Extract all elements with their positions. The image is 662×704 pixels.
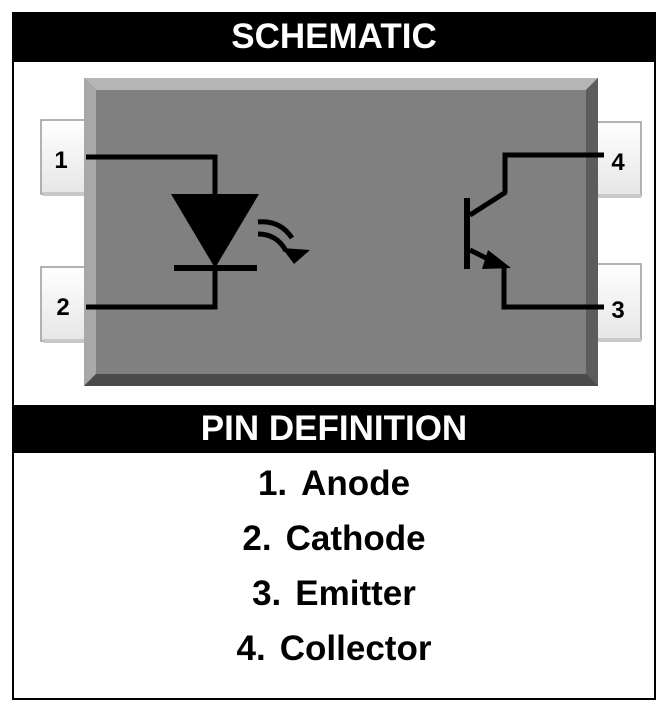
- pin-definition-item: 3. Emitter: [14, 574, 654, 614]
- pin-number: 4.: [236, 629, 266, 668]
- pin-definition-list: 1. Anode 2. Cathode 3. Emitter 4. Collector: [14, 456, 654, 696]
- pin-name: Cathode: [285, 519, 426, 558]
- phototransistor-symbol: [464, 152, 604, 310]
- pin-definition-item: 4. Collector: [14, 629, 654, 669]
- package-body: [84, 78, 598, 386]
- transistor-collector-leg: [468, 189, 508, 218]
- pin-label-2: 2: [56, 294, 69, 321]
- led-triangle: [171, 194, 259, 268]
- optocoupler-schematic-svg: 1 2 4 3: [40, 78, 642, 386]
- schematic-header: SCHEMATIC: [12, 12, 656, 62]
- pin-number: 3.: [252, 574, 282, 613]
- pin-definition-header: PIN DEFINITION: [12, 405, 656, 453]
- light-emission-arrows: [257, 219, 310, 264]
- emitter-arrow: [482, 250, 511, 269]
- pin-definition-item: 1. Anode: [14, 464, 654, 504]
- pin-label-4: 4: [611, 149, 625, 176]
- pin-name: Anode: [301, 464, 411, 503]
- schematic-diagram: 1 2 4 3: [14, 62, 654, 405]
- pin-name: Emitter: [295, 574, 416, 613]
- pin-label-1: 1: [54, 147, 67, 174]
- led-symbol: [86, 154, 259, 310]
- pin-definition-item: 2. Cathode: [14, 519, 654, 559]
- pin-label-3: 3: [611, 297, 624, 324]
- pin-number: 1.: [257, 464, 288, 503]
- pin-number: 2.: [242, 519, 272, 558]
- pin-name: Collector: [279, 629, 432, 668]
